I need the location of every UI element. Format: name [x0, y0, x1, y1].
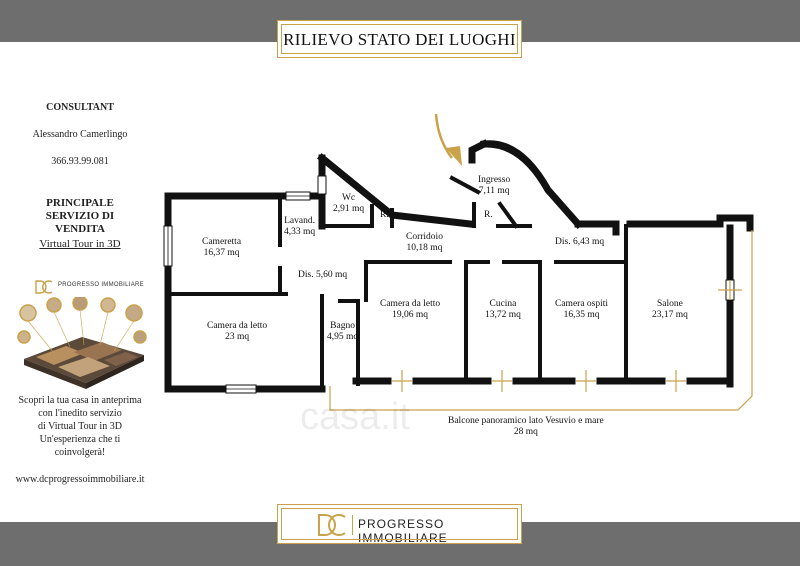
room-dis-1: Dis. 5,60 mq	[298, 270, 348, 280]
logo-separator	[352, 515, 353, 535]
consultant-name: Alessandro Camerlingo	[32, 129, 128, 140]
service-line-3: VENDITA	[55, 223, 105, 235]
entrance-arrow-icon	[434, 113, 462, 166]
promo-line: Un'esperienza che ti	[39, 434, 121, 445]
dc-logo-icon	[318, 514, 346, 536]
virtual-tour-link[interactable]: Virtual Tour in 3D	[39, 238, 121, 250]
promo-line: con l'inedito servizio	[38, 408, 122, 419]
watermark: casa.it	[300, 396, 410, 438]
website-link[interactable]: www.dcprogressoimmobiliare.it	[15, 474, 145, 485]
service-line-1: PRINCIPALE	[46, 197, 114, 209]
sidebar-logo: PROGRESSO IMMOBILIARE	[34, 280, 154, 294]
promo-line: di Virtual Tour in 3D	[38, 421, 122, 432]
footer-brand-name: PROGRESSO IMMOBILIARE	[358, 517, 448, 545]
room-lavanderia: Lavand.4,33 mq	[284, 216, 316, 237]
room-ripostiglio-2: R.	[484, 210, 493, 220]
consultant-heading: CONSULTANT	[46, 102, 114, 113]
title-frame: RILIEVO STATO DEI LUOGHI	[277, 20, 522, 58]
virtual-tour-image	[17, 297, 147, 389]
dc-logo-icon	[35, 280, 53, 294]
room-dis-2: Dis. 6,43 mq	[555, 237, 605, 247]
promo-text: Scopri la tua casa in anteprima con l'in…	[10, 394, 150, 459]
promo-line: Scopri la tua casa in anteprima	[18, 395, 142, 406]
room-ripostiglio-1: R.	[380, 210, 389, 220]
service-line-2: SERVIZIO DI	[45, 210, 115, 222]
consultant-phone[interactable]: 366.93.99.081	[51, 156, 109, 167]
sidebar-logo-text: PROGRESSO IMMOBILIARE	[58, 282, 144, 288]
promo-line: coinvolgerà!	[54, 447, 106, 458]
footer-brand-frame: PROGRESSO IMMOBILIARE	[277, 504, 522, 545]
